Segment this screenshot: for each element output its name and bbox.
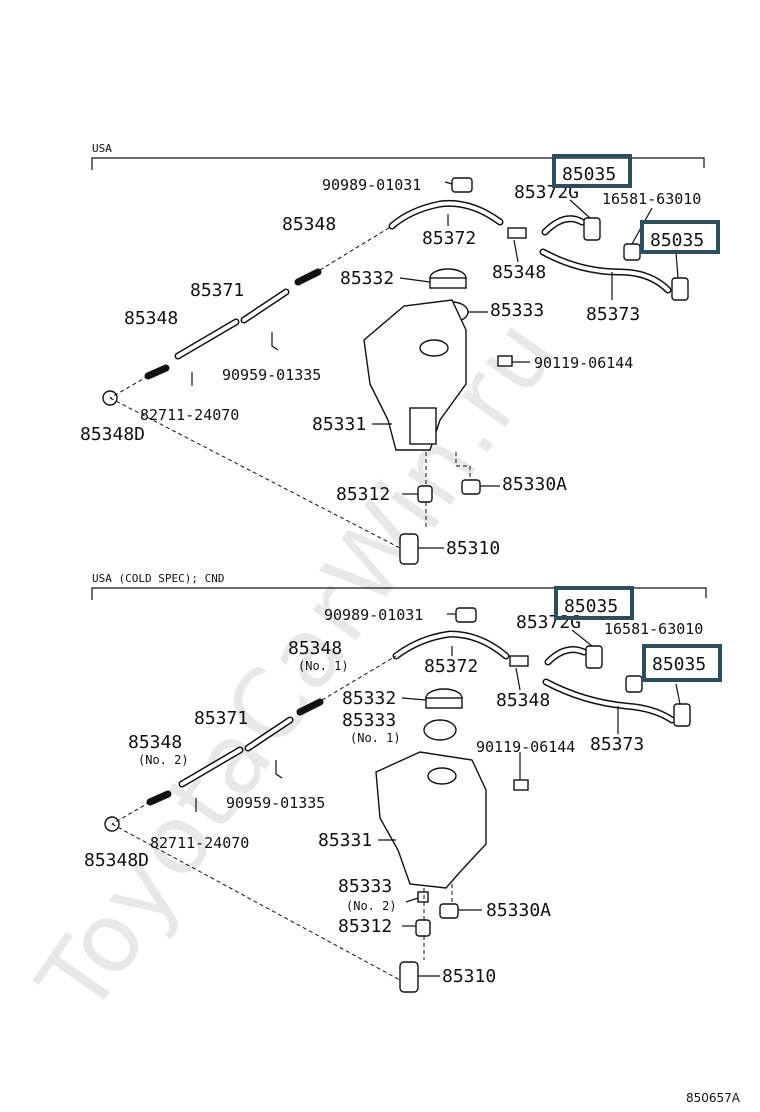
- label-85331: 85331: [312, 414, 366, 435]
- label-85372: 85372: [422, 228, 476, 249]
- label-85333-no1-note: (No. 1): [350, 731, 401, 745]
- label-16581-63010: 16581-63010: [602, 190, 701, 208]
- label-90119-06144: 90119-06144: [476, 738, 575, 756]
- label-85310: 85310: [446, 538, 500, 559]
- label-90959-01335: 90959-01335: [226, 794, 325, 812]
- label-85331: 85331: [318, 830, 372, 851]
- label-85035-b: 85035: [652, 654, 706, 675]
- label-85035-b: 85035: [650, 230, 704, 251]
- label-85348-right: 85348: [496, 690, 550, 711]
- label-85312: 85312: [338, 916, 392, 937]
- label-90989-01031: 90989-01031: [322, 176, 421, 194]
- label-85348-top: 85348: [282, 214, 336, 235]
- label-85348-left: 85348: [128, 732, 182, 753]
- label-85348-left: 85348: [124, 308, 178, 329]
- label-85348-left-note: (No. 2): [138, 753, 189, 767]
- section-header: USA (COLD SPEC); CND: [92, 572, 224, 585]
- label-85372: 85372: [424, 656, 478, 677]
- label-85373: 85373: [586, 304, 640, 325]
- diagram-code: 850657A: [686, 1091, 741, 1105]
- label-85333-no2-note: (No. 2): [346, 899, 397, 913]
- label-85333: 85333: [490, 300, 544, 321]
- label-85310: 85310: [442, 966, 496, 987]
- section-usa-cold-spec-cnd: USA (COLD SPEC); CND: [84, 572, 722, 993]
- highlight-85035-b: [640, 220, 720, 254]
- label-85348-right: 85348: [492, 262, 546, 283]
- label-85330a: 85330A: [486, 900, 551, 921]
- label-82711-24070: 82711-24070: [150, 834, 249, 852]
- label-90959-01335: 90959-01335: [222, 366, 321, 384]
- label-82711-24070: 82711-24070: [140, 406, 239, 424]
- label-85312: 85312: [336, 484, 390, 505]
- label-85371: 85371: [194, 708, 248, 729]
- label-85330a: 85330A: [502, 474, 567, 495]
- highlight-85035-a: [554, 586, 634, 620]
- label-90989-01031: 90989-01031: [324, 606, 423, 624]
- label-85035-a: 85035: [564, 596, 618, 617]
- label-85333-no2: 85333: [338, 876, 392, 897]
- label-85348d: 85348D: [80, 424, 145, 445]
- label-90119-06144: 90119-06144: [534, 354, 633, 372]
- highlight-85035-b: [642, 644, 722, 682]
- section-usa: USA: [80, 142, 720, 565]
- highlight-85035-a: [552, 154, 632, 188]
- label-85371: 85371: [190, 280, 244, 301]
- label-85348d: 85348D: [84, 850, 149, 871]
- label-85373: 85373: [590, 734, 644, 755]
- label-16581-63010: 16581-63010: [604, 620, 703, 638]
- label-85035-a: 85035: [562, 164, 616, 185]
- label-85333-no1: 85333: [342, 710, 396, 731]
- label-85348-top: 85348: [288, 638, 342, 659]
- label-85332: 85332: [342, 688, 396, 709]
- section-header: USA: [92, 142, 112, 155]
- label-85348-top-note: (No. 1): [298, 659, 349, 673]
- label-85332: 85332: [340, 268, 394, 289]
